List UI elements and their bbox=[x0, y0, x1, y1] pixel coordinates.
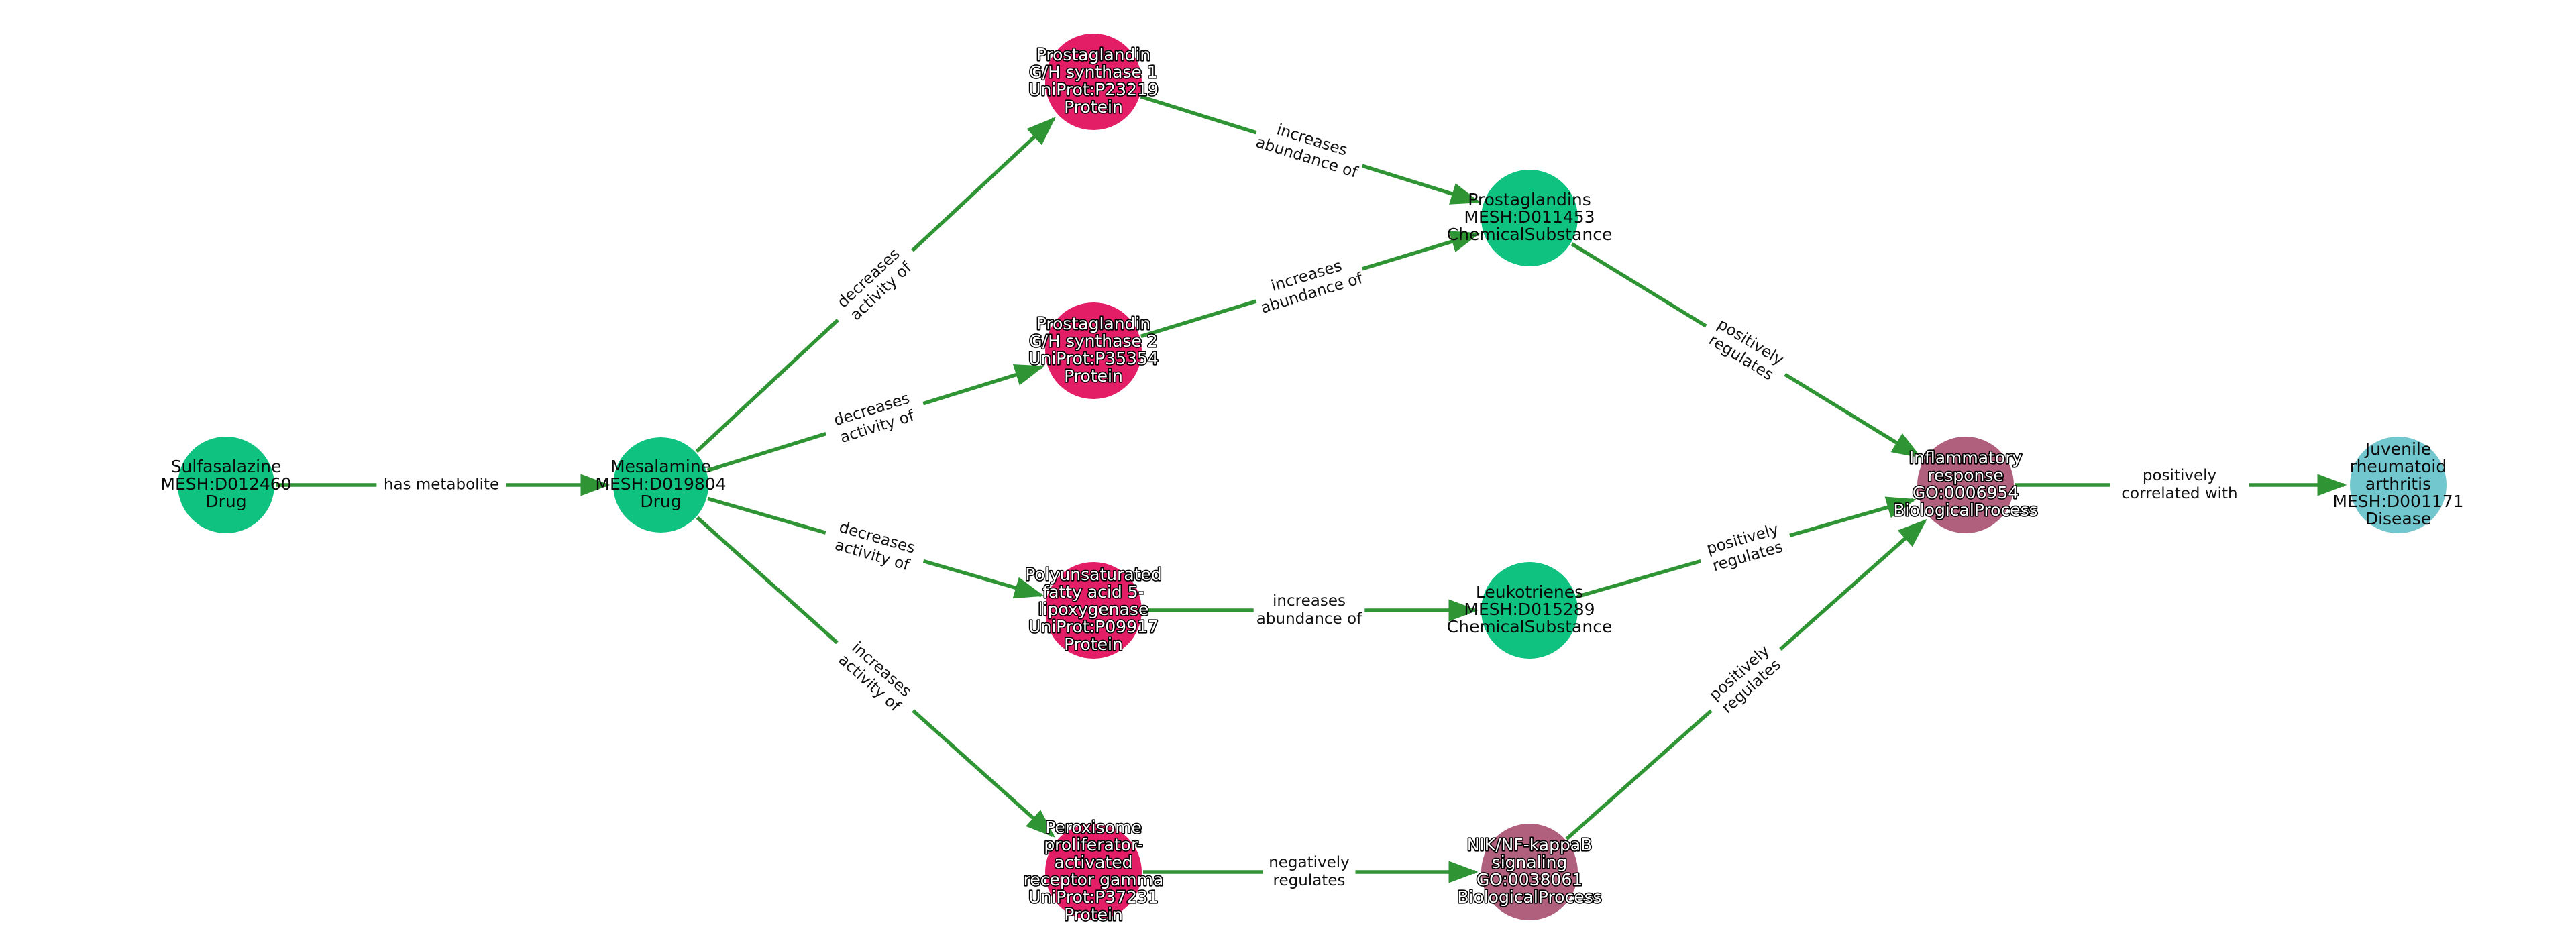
graph-edge[interactable] bbox=[1140, 231, 1481, 339]
edge-segment-start bbox=[1570, 242, 1707, 328]
node-circle[interactable] bbox=[178, 437, 274, 533]
edge-label-line: has metabolite bbox=[384, 476, 499, 494]
edge-label-line: positively bbox=[2143, 467, 2216, 484]
graph-edge[interactable] bbox=[707, 496, 1044, 599]
graph-edge[interactable] bbox=[1565, 518, 1927, 840]
node-circle[interactable] bbox=[1045, 824, 1142, 920]
edge-segment-start bbox=[1140, 95, 1257, 135]
graph-edge[interactable] bbox=[695, 117, 1056, 453]
edge-segment-start bbox=[706, 432, 826, 473]
edge-segment-start bbox=[707, 496, 826, 535]
edge-segment-start bbox=[695, 318, 839, 453]
graph-node-jra[interactable]: JuvenilerheumatoidarthritisMESH:D001171D… bbox=[2332, 437, 2464, 533]
edge-segment-end bbox=[922, 364, 1044, 406]
node-circle[interactable] bbox=[613, 437, 708, 533]
edge-segment-end bbox=[922, 559, 1044, 599]
graph-edge[interactable] bbox=[696, 516, 1055, 838]
edge-label: has metabolite bbox=[384, 476, 499, 494]
edge-segment-end bbox=[1784, 372, 1922, 459]
edges-layer bbox=[276, 95, 2347, 883]
edge-segment-end bbox=[912, 709, 1055, 838]
edge-segment-start bbox=[1576, 559, 1702, 599]
edge-segment-start bbox=[1140, 299, 1257, 339]
edge-label-line: increases bbox=[1273, 592, 1346, 610]
edge-label-line: regulates bbox=[1273, 872, 1346, 889]
edge-segment-end bbox=[911, 117, 1056, 252]
node-circle[interactable] bbox=[2350, 437, 2447, 533]
node-circle[interactable] bbox=[1045, 562, 1142, 659]
edge-label-line: abundance of bbox=[1256, 610, 1362, 628]
edge-segment-end bbox=[1789, 496, 1917, 538]
edge-segment-start bbox=[1565, 709, 1713, 840]
edge-label-line: correlated with bbox=[2121, 485, 2237, 502]
node-circle[interactable] bbox=[1917, 437, 2014, 533]
node-circle[interactable] bbox=[1045, 302, 1142, 399]
graph-edge[interactable] bbox=[706, 364, 1044, 473]
graph-edge[interactable] bbox=[1576, 496, 1917, 599]
graph-node-pparg[interactable]: Peroxisomeproliferator-activatedreceptor… bbox=[1022, 816, 1165, 925]
graph-node-nfkb[interactable]: NIK/NF-kappaBsignalingGO:0038061Biologic… bbox=[1456, 824, 1603, 920]
edge-segment-end bbox=[1362, 231, 1481, 271]
graph-edge[interactable] bbox=[1140, 95, 1481, 205]
node-circle[interactable] bbox=[1481, 170, 1578, 266]
node-circle[interactable] bbox=[1481, 562, 1578, 659]
graph-edge[interactable] bbox=[1570, 242, 1922, 459]
edge-segment-start bbox=[696, 516, 839, 645]
node-circle[interactable] bbox=[1481, 824, 1578, 920]
edge-segment-end bbox=[1361, 164, 1481, 205]
edge-segment-end bbox=[1779, 518, 1927, 651]
node-circle[interactable] bbox=[1045, 34, 1142, 130]
edge-label-line: negatively bbox=[1269, 854, 1350, 871]
